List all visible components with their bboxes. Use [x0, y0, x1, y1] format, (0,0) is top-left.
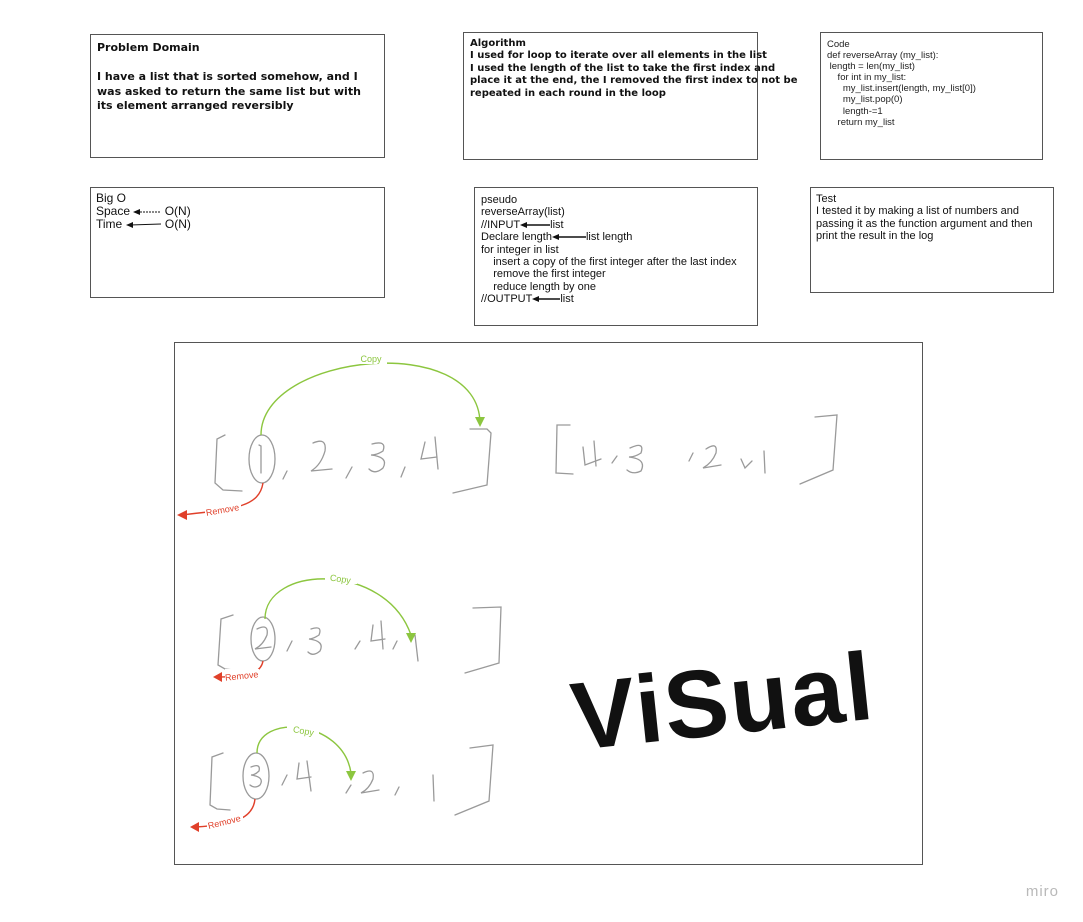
code-line: my_list.insert(length, my_list[0]) [827, 83, 976, 95]
declare-label: Declare length [481, 231, 552, 244]
arrow-left-icon [125, 221, 161, 228]
copy-arrow [264, 578, 412, 636]
remove-arrowhead [177, 510, 187, 520]
code-line: my_list.pop(0) [827, 94, 903, 106]
algorithm-title: Algorithm [470, 38, 526, 49]
copy-arrowhead [346, 771, 356, 781]
problem-domain-card: Problem Domain I have a list that is sor… [90, 34, 385, 158]
copy-label: Copy [360, 354, 382, 364]
algorithm-line: I used the length of the list to take th… [470, 62, 776, 74]
pseudo-output-row: //OUTPUT list [481, 293, 751, 305]
copy-label: Copy [292, 724, 315, 738]
code-title: Code [827, 39, 850, 50]
test-title: Test [816, 193, 837, 205]
pseudo-line: reduce length by one [481, 280, 596, 293]
copy-arrow [260, 362, 481, 436]
algorithm-line: place it at the end, the I removed the f… [470, 75, 798, 87]
test-line: I tested it by making a list of numbers … [816, 205, 1019, 218]
input-value: list [550, 218, 564, 231]
highlight-circle [248, 434, 276, 484]
remove-label-bg [205, 504, 241, 516]
pseudo-title: pseudo [481, 194, 518, 206]
big-o-time-row: Time O(N) [96, 218, 379, 231]
copy-label: Copy [329, 573, 352, 586]
arrow-left-icon [520, 221, 551, 228]
visual-frame: Copy Remove Copy Remove [174, 342, 923, 865]
visual-title: ViSual [566, 633, 879, 771]
problem-domain-title: Problem Domain [97, 41, 200, 54]
big-o-space-row: Space O(N) [96, 205, 379, 218]
input-label: //INPUT [481, 218, 521, 231]
code-line: length-=1 [827, 105, 883, 117]
visual-sketch: Copy Remove Copy Remove [177, 352, 879, 832]
output-value: list [560, 293, 574, 306]
copy-label-bg [325, 572, 357, 584]
code-card: Code def reverseArray (my_list): length … [820, 32, 1043, 160]
highlight-circle [250, 616, 276, 662]
algorithm-line: repeated in each round in the loop [470, 87, 666, 99]
pseudo-line: reverseArray(list) [481, 206, 565, 219]
remove-arrowhead [213, 672, 222, 682]
row1-left-list [214, 428, 492, 494]
copy-arrowhead [475, 417, 485, 427]
pseudo-card: pseudo reverseArray(list) //INPUT list De… [474, 187, 758, 326]
row3-list [209, 744, 494, 816]
pseudo-line: insert a copy of the first integer after… [481, 256, 737, 269]
miro-watermark: miro [1025, 883, 1059, 900]
time-value: O(N) [164, 217, 191, 231]
space-label: Space [96, 204, 131, 218]
remove-label-bg [225, 669, 259, 681]
highlight-circle [242, 752, 270, 800]
arrow-left-icon [532, 296, 561, 303]
output-label: //OUTPUT [481, 293, 533, 306]
remove-label-bg [207, 815, 243, 827]
pseudo-line: for integer in list [481, 243, 559, 256]
code-line: length = len(my_list) [827, 61, 915, 73]
test-line: passing it as the function argument and … [816, 217, 1033, 230]
row2-list [217, 606, 502, 674]
test-card: Test I tested it by making a list of num… [810, 187, 1054, 293]
declare-value: list length [585, 231, 633, 244]
big-o-card: Big O Space O(N) Time O(N) [90, 187, 385, 298]
arrow-left-icon [551, 234, 586, 241]
time-label: Time [96, 217, 123, 231]
code-line: return my_list [827, 116, 895, 128]
remove-arrowhead [190, 822, 199, 832]
code-line: for int in my_list: [827, 72, 907, 84]
problem-domain-body: I have a list that is sorted somehow, an… [97, 70, 361, 112]
space-value: O(N) [164, 204, 191, 218]
code-line: def reverseArray (my_list): [827, 50, 939, 62]
algorithm-line: I used for loop to iterate over all elem… [470, 50, 767, 62]
row1-right-list [555, 414, 838, 485]
algorithm-card: Algorithm I used for loop to iterate ove… [463, 32, 798, 160]
arrow-left-icon [133, 208, 161, 215]
pseudo-declare-row: Declare length list length [481, 231, 751, 243]
pseudo-input-row: //INPUT list [481, 219, 751, 231]
copy-label-bg [287, 725, 319, 737]
copy-arrowhead [406, 633, 416, 643]
copy-label-bg [355, 352, 387, 364]
test-line: print the result in the log [816, 230, 934, 243]
big-o-title: Big O [96, 191, 127, 205]
remove-label: Remove [224, 669, 258, 682]
pseudo-line: remove the first integer [481, 268, 606, 281]
